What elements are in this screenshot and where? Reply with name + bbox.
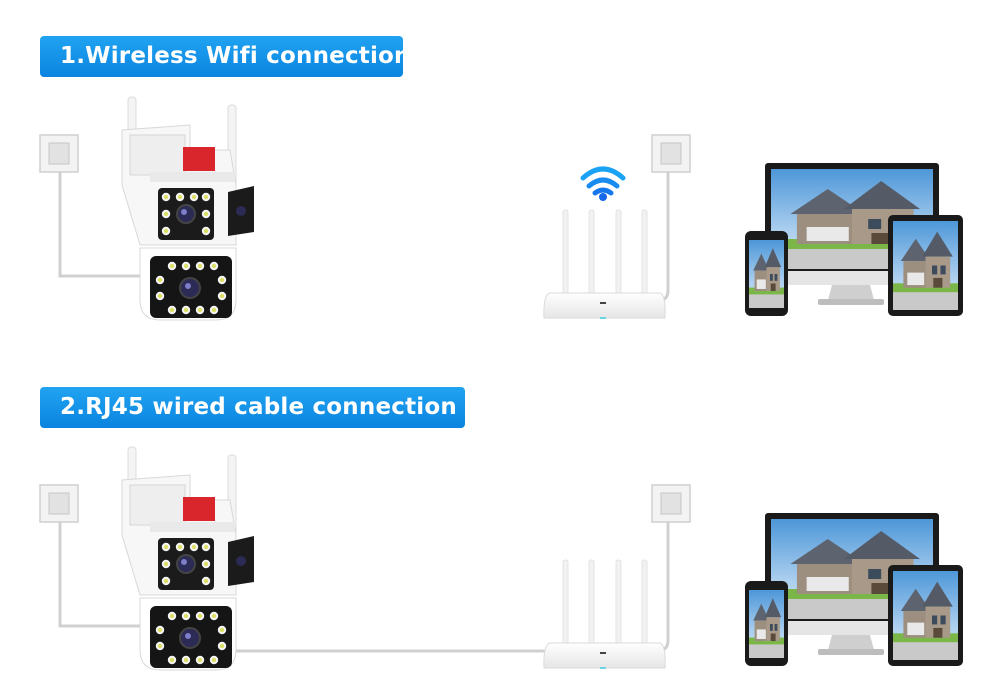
camera-power-cable: [58, 172, 142, 278]
router: [543, 559, 666, 670]
router-power-cable: [659, 522, 670, 652]
power-socket-router: [651, 484, 691, 523]
power-socket-camera: [39, 484, 79, 523]
wifi-router: [543, 209, 666, 320]
section-2-diagram: [39, 447, 963, 670]
section-1-heading: 1.Wireless Wifi connection: [40, 36, 410, 77]
router-power-cable: [659, 172, 670, 302]
ip-camera: [122, 97, 254, 320]
section-1-diagram: [39, 97, 963, 320]
viewing-devices: [745, 513, 963, 666]
power-socket-router: [651, 134, 691, 173]
power-socket-camera: [39, 134, 79, 173]
wifi-icon: [580, 166, 626, 201]
ip-camera: [122, 447, 254, 670]
camera-power-cable: [58, 522, 142, 628]
section-2-heading: 2.RJ45 wired cable connection: [40, 387, 465, 428]
viewing-devices: [745, 163, 963, 316]
